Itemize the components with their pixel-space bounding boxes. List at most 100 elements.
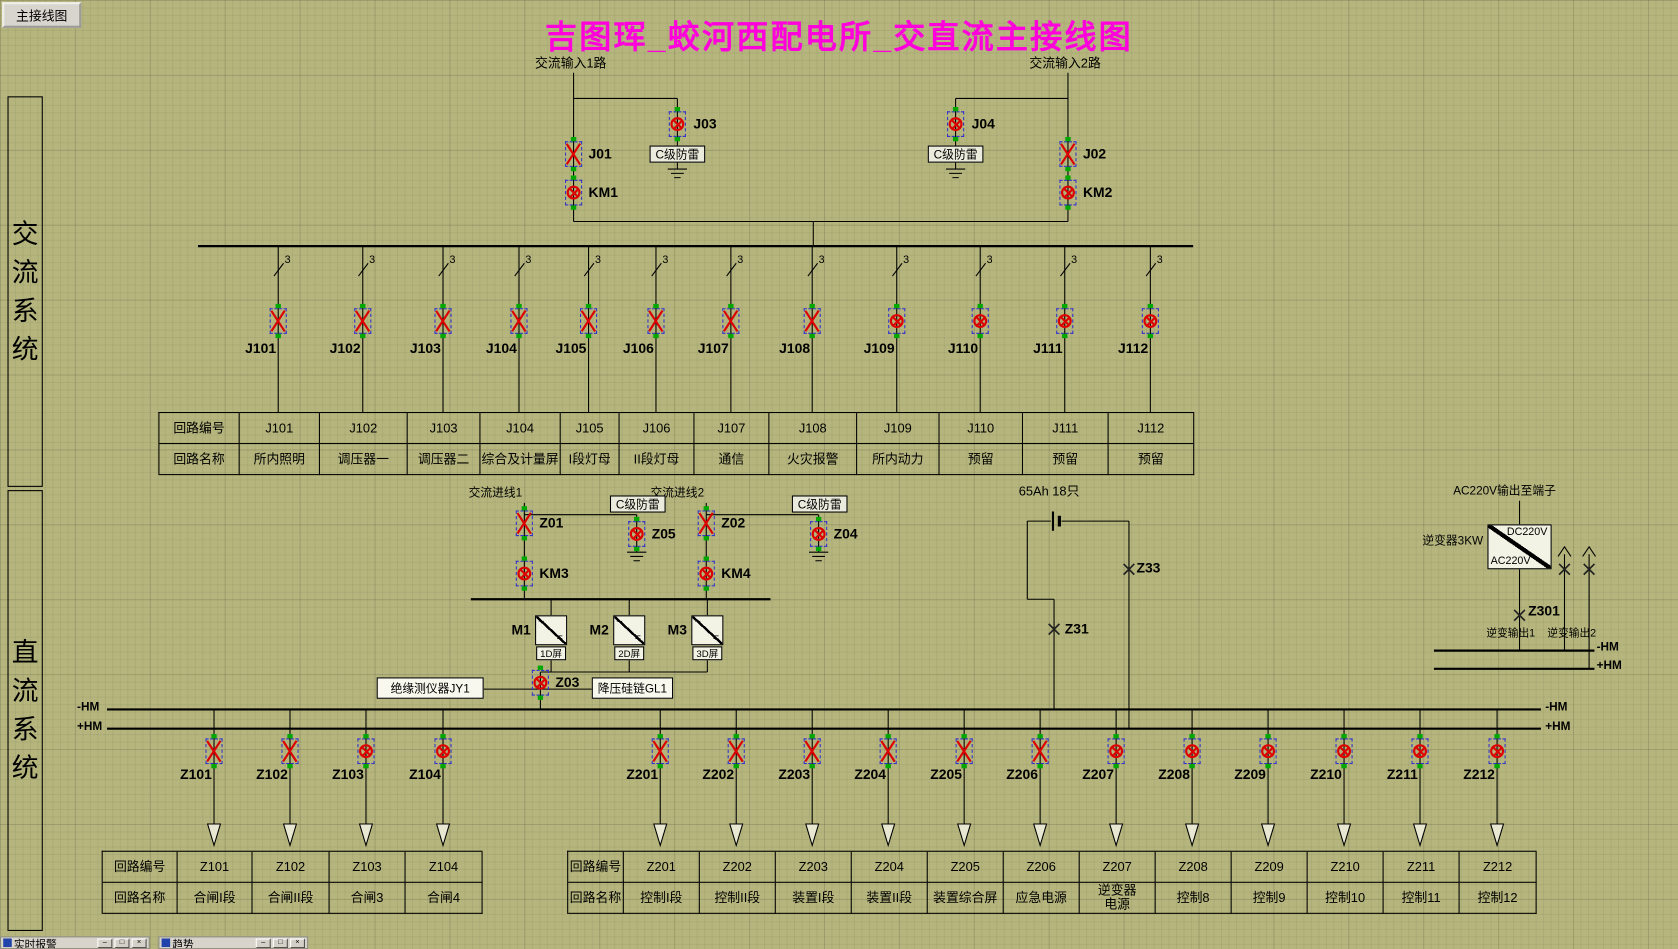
breaker-Z203[interactable] [803, 738, 821, 765]
rectifier-module-M1[interactable]: ~ = [535, 615, 568, 646]
dc-mark: = [712, 632, 720, 645]
breaker-Z206[interactable] [1031, 738, 1049, 765]
ground-icon [808, 551, 829, 562]
breaker-Z211[interactable] [1411, 738, 1429, 765]
table-cell: Z104 [405, 851, 483, 883]
table-cell: J103 [407, 413, 481, 445]
ac-input1-label: 交流输入1路 [535, 55, 607, 71]
minimized-window-trend[interactable]: 趋势 – □ × [158, 936, 309, 949]
feeder-label-Z204: Z204 [854, 766, 887, 783]
rectifier-module-M2[interactable]: ~ = [613, 615, 646, 646]
table-cell: 控制9 [1231, 882, 1308, 914]
breaker-Z104[interactable] [434, 738, 452, 765]
breaker-J105[interactable] [579, 308, 598, 334]
pole-count: 3 [737, 254, 744, 267]
breaker-Z210[interactable] [1335, 738, 1353, 765]
inverter-neg-bus-label: -HM [1596, 640, 1619, 654]
table-header: 回路编号 [102, 851, 178, 883]
table-cell: 调压器二 [407, 444, 481, 476]
restore-button[interactable]: □ [114, 937, 130, 948]
breaker-Z04[interactable] [810, 521, 828, 547]
minimize-button[interactable]: – [255, 937, 271, 948]
breaker-J111[interactable] [1056, 308, 1074, 334]
pole-count: 3 [986, 254, 993, 267]
table-cell: Z207 [1079, 851, 1156, 883]
ac-mark: ~ [694, 616, 701, 629]
minimized-window-alarm[interactable]: 实时报警 – □ × [0, 936, 150, 949]
table-cell: J106 [619, 413, 695, 445]
pole-count: 3 [449, 254, 456, 267]
table-cell: J108 [769, 413, 858, 445]
feeder-label-J112: J112 [1118, 340, 1149, 357]
contactor-KM4[interactable] [697, 560, 715, 587]
table-cell: 所内动力 [857, 444, 940, 476]
table-cell: 合闸3 [329, 882, 406, 914]
breaker-J112[interactable] [1141, 308, 1159, 334]
feeder-label-J110: J110 [947, 340, 979, 357]
breaker-J110[interactable] [971, 308, 989, 334]
breaker-Z208[interactable] [1183, 738, 1201, 765]
pole-count: 3 [662, 254, 669, 267]
window-title: 趋势 [172, 939, 194, 949]
feeder-label-Z103: Z103 [332, 766, 364, 783]
breaker-Z201[interactable] [651, 738, 669, 765]
breaker-J101[interactable] [269, 308, 287, 334]
table-cell: Z209 [1231, 851, 1308, 883]
view-tab-button[interactable]: 主接线图 [2, 2, 82, 28]
minimize-button[interactable]: – [97, 937, 113, 948]
battery-label: 65Ah 18只 [1018, 483, 1080, 499]
feeder-label-J109: J109 [863, 340, 895, 357]
silicon-chain-box: 降压硅链GL1 [591, 677, 674, 699]
breaker-Z212[interactable] [1488, 738, 1506, 765]
breaker-Z03[interactable] [531, 669, 549, 696]
breaker-J01[interactable] [565, 141, 583, 167]
feeder-label-Z201: Z201 [626, 766, 659, 783]
contactor-KM1[interactable] [565, 179, 583, 206]
inverter-box[interactable]: DC220V AC220V [1487, 524, 1552, 570]
breaker-Z02[interactable] [697, 510, 715, 537]
breaker-Z202[interactable] [727, 738, 745, 765]
dc-neg-bus-label: -HM [77, 700, 100, 714]
feeder-label-J101: J101 [245, 340, 277, 357]
breaker-Z101[interactable] [205, 738, 223, 765]
contactor-KM2[interactable] [1059, 179, 1077, 206]
device-label-Z05: Z05 [651, 525, 676, 542]
breaker-J109[interactable] [888, 308, 906, 334]
feeder-label-Z102: Z102 [256, 766, 288, 783]
breaker-Z05[interactable] [628, 521, 646, 547]
table-cell: Z210 [1307, 851, 1384, 883]
breaker-J102[interactable] [354, 308, 372, 334]
dc-neg-bus-label: -HM [1545, 700, 1568, 714]
device-label-Z301: Z301 [1528, 602, 1560, 619]
ac-circuit-table: 回路编号 J101 J102 J103 J104 J105 J106 J107 … [158, 411, 1195, 476]
breaker-J104[interactable] [510, 308, 528, 334]
breaker-J04[interactable] [947, 111, 965, 137]
breaker-J108[interactable] [803, 308, 821, 334]
breaker-Z207[interactable] [1107, 738, 1125, 765]
close-button[interactable]: × [289, 937, 305, 948]
breaker-Z209[interactable] [1259, 738, 1277, 765]
breaker-Z204[interactable] [879, 738, 897, 765]
rectifier-module-M3[interactable]: ~ = [691, 615, 724, 646]
pole-count: 3 [594, 254, 601, 267]
device-label-Z33: Z33 [1136, 559, 1161, 576]
table-cell: 通信 [694, 444, 770, 476]
table-cell: Z205 [927, 851, 1004, 883]
dc-mark: = [556, 632, 563, 645]
breaker-J03[interactable] [668, 111, 686, 137]
table-header: 回路编号 [568, 851, 624, 883]
breaker-Z205[interactable] [955, 738, 973, 765]
breaker-Z01[interactable] [515, 510, 533, 537]
pole-count: 3 [1071, 254, 1078, 267]
breaker-J103[interactable] [434, 308, 452, 334]
breaker-Z102[interactable] [281, 738, 299, 765]
breaker-Z103[interactable] [357, 738, 375, 765]
close-button[interactable]: × [131, 937, 147, 948]
table-cell: 综合及计量屏 [480, 444, 561, 476]
contactor-KM3[interactable] [515, 560, 533, 587]
restore-button[interactable]: □ [272, 937, 288, 948]
breaker-J02[interactable] [1059, 141, 1077, 167]
breaker-J107[interactable] [722, 308, 740, 334]
breaker-J106[interactable] [647, 308, 665, 334]
